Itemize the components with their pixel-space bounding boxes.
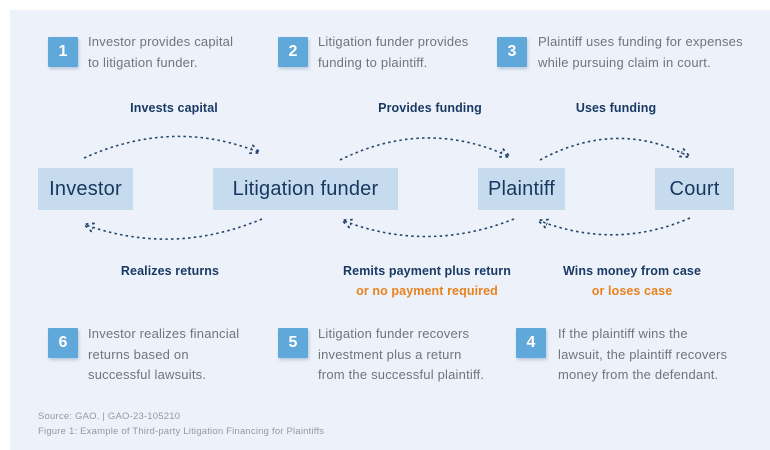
step-1-text: Investor provides capital to litigation … — [88, 32, 288, 73]
step-5-text: Litigation funder recovers investment pl… — [318, 324, 528, 386]
entity-court: Court — [655, 168, 734, 210]
step-5-number: 5 — [278, 328, 308, 358]
entity-plaintiff: Plaintiff — [478, 168, 565, 210]
flow-label-remits-payment: Remits payment plus return or no payment… — [317, 261, 537, 301]
step-3-line-2: while pursuing claim in court. — [538, 54, 711, 70]
entity-investor: Investor — [38, 168, 133, 210]
source-line: Source: GAO. | GAO-23-105210 — [38, 411, 181, 422]
step-3-line-1: Plaintiff uses funding for expenses — [538, 34, 743, 49]
flow-label-main: Realizes returns — [120, 264, 220, 278]
step-2-line-2: funding to plaintiff. — [318, 54, 428, 70]
step-4-line-1: If the plaintiff wins the — [558, 326, 688, 341]
flow-label-wins-money: Wins money from case or loses case — [522, 261, 742, 301]
step-3-text: Plaintiff uses funding for expenses whil… — [538, 32, 763, 73]
flow-label-alt: or loses case — [591, 284, 673, 298]
flow-label-invests-capital: Invests capital — [130, 101, 218, 115]
flow-label-uses-funding: Uses funding — [575, 101, 657, 115]
step-5-line-3: from the successful plaintiff. — [318, 367, 485, 382]
step-2-line-1: Litigation funder provides — [318, 34, 469, 49]
step-1-line-2: to litigation funder. — [88, 54, 198, 70]
step-2-text: Litigation funder provides funding to pl… — [318, 32, 518, 73]
step-5-line-1: Litigation funder recovers — [318, 326, 470, 341]
flow-label-alt: or no payment required — [356, 284, 498, 298]
step-5-line-2: investment plus a return — [318, 346, 462, 362]
figure-footer: Source: GAO. | GAO-23-105210 Figure 1: E… — [38, 410, 324, 439]
step-1-number: 1 — [48, 37, 78, 67]
step-6-line-1: Investor realizes financial — [88, 326, 240, 341]
flow-label-main: Wins money from case — [562, 264, 702, 278]
step-4-line-2: lawsuit, the plaintiff recovers — [558, 346, 728, 362]
step-6-number: 6 — [48, 328, 78, 358]
flow-label-provides-funding: Provides funding — [378, 101, 482, 115]
flow-label-main: Remits payment plus return — [343, 264, 511, 278]
step-6-line-3: successful lawsuits. — [88, 367, 207, 382]
step-6-text: Investor realizes financial returns base… — [88, 324, 288, 386]
entity-litigation-funder: Litigation funder — [213, 168, 398, 210]
step-1-line-1: Investor provides capital — [88, 34, 234, 49]
step-4-line-3: money from the defendant. — [558, 367, 719, 382]
step-2-number: 2 — [278, 37, 308, 67]
figure-caption: Figure 1: Example of Third-party Litigat… — [38, 425, 325, 437]
step-4-number: 4 — [516, 328, 546, 358]
flow-label-realizes-returns: Realizes returns — [70, 261, 270, 281]
step-3-number: 3 — [497, 37, 527, 67]
step-4-text: If the plaintiff wins the lawsuit, the p… — [558, 324, 768, 386]
step-6-line-2: returns based on — [88, 346, 189, 362]
